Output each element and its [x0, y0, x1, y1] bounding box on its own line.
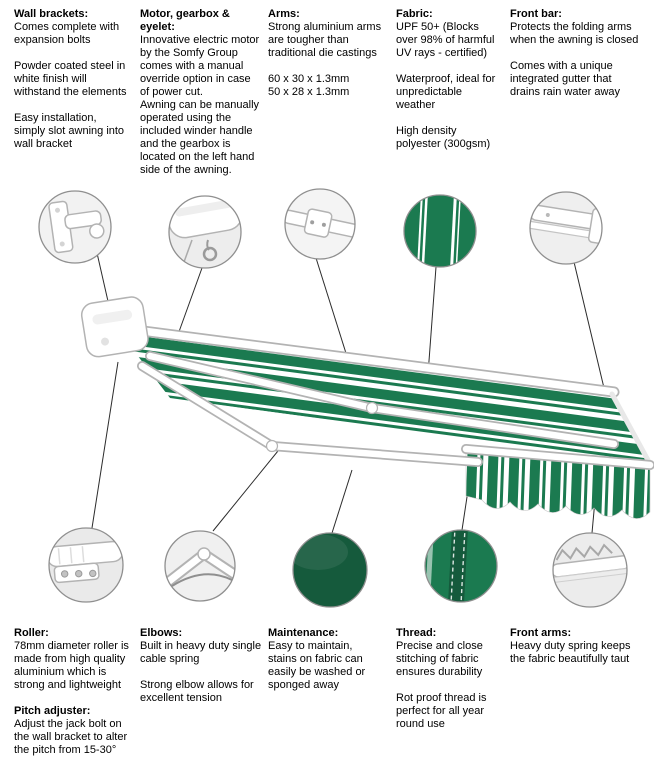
awning-valance — [465, 449, 651, 519]
leader-line — [573, 261, 605, 389]
feature-roller-pitch-adjuster: Roller: 78mm diameter roller is made fro… — [14, 627, 134, 764]
awning-cassette — [80, 296, 149, 358]
callout-thread-zoom — [424, 529, 498, 603]
leader-line — [175, 267, 203, 341]
leader-line — [212, 445, 283, 532]
feature-text: Easy to maintain, stains on fabric can e… — [268, 640, 366, 691]
feature-arms: Arms: Strong aluminium arms are tougher … — [268, 8, 382, 112]
feature-motor-gearbox-eyelet: Motor, gearbox & eyelet: Innovative elec… — [140, 8, 262, 190]
feature-text: Strong aluminium arms are tougher than t… — [268, 21, 382, 59]
feature-heading: Thread: — [396, 627, 437, 639]
callout-roller-zoom — [48, 527, 124, 603]
awning-folding-arm-lower — [137, 361, 483, 467]
leader-line — [91, 361, 119, 529]
feature-text: High density polyester (300gsm) — [396, 125, 491, 150]
awning-torsion-bar — [106, 321, 620, 398]
feature-heading: Roller: — [14, 627, 49, 639]
feature-text: Comes with a unique integrated gutter th… — [510, 60, 621, 98]
feature-text: 50 x 28 x 1.3mm — [268, 86, 350, 98]
feature-fabric: Fabric: UPF 50+ (Blocks over 98% of harm… — [396, 8, 502, 164]
feature-heading: Front bar: — [510, 8, 562, 20]
feature-text: Waterproof, ideal for unpredictable weat… — [396, 73, 496, 111]
feature-text: Innovative electric motor by the Somfy G… — [140, 34, 260, 98]
feature-maintenance: Maintenance: Easy to maintain, stains on… — [268, 627, 382, 705]
feature-wall-brackets: Wall brackets: Comes complete with expan… — [14, 8, 128, 164]
callout-wall-bracket-zoom — [38, 190, 112, 264]
feature-text: UPF 50+ (Blocks over 98% of harmful UV r… — [396, 21, 495, 59]
feature-heading: Pitch adjuster: — [14, 705, 91, 717]
feature-text: Heavy duty spring keeps the fabric beaut… — [510, 640, 631, 665]
feature-thread: Thread: Precise and close stitching of f… — [396, 627, 504, 744]
feature-text: Rot proof thread is perfect for all year… — [396, 692, 487, 730]
feature-heading: Maintenance: — [268, 627, 339, 639]
feature-text: Powder coated steel in white finish will… — [14, 60, 127, 98]
feature-text: Awning can be manually operated using th… — [140, 99, 260, 176]
awning-illustration — [80, 296, 654, 519]
feature-text: 60 x 30 x 1.3mm — [268, 73, 350, 85]
callout-front-bar-zoom — [529, 191, 603, 265]
callout-arm-zoom — [284, 188, 356, 260]
awning-folding-arm-upper — [145, 351, 619, 449]
feature-text: 78mm diameter roller is made from high q… — [14, 640, 129, 691]
feature-text: Built in heavy duty single cable spring — [140, 640, 262, 665]
feature-heading: Fabric: — [396, 8, 433, 20]
feature-text: Adjust the jack bolt on the wall bracket… — [14, 718, 128, 756]
awning-right-edge — [609, 391, 652, 465]
feature-text: Easy installation, simply slot awning in… — [14, 112, 125, 150]
feature-heading: Wall brackets: — [14, 8, 89, 20]
feature-heading: Elbows: — [140, 627, 183, 639]
feature-elbows: Elbows: Built in heavy duty single cable… — [140, 627, 262, 718]
feature-text: Precise and close stitching of fabric en… — [396, 640, 483, 678]
feature-heading: Front arms: — [510, 627, 572, 639]
callout-elbow-zoom — [164, 530, 236, 602]
callout-front-arms-zoom — [552, 532, 628, 608]
callout-motor-eyelet-zoom — [168, 195, 242, 269]
callout-fabric-zoom — [403, 194, 477, 268]
feature-heading: Arms: — [268, 8, 300, 20]
awning-front-bar — [461, 444, 654, 470]
feature-text: Strong elbow allows for excellent tensio… — [140, 679, 254, 704]
callout-maintenance-zoom — [292, 532, 368, 608]
feature-text: Protects the folding arms when the awnin… — [510, 21, 639, 46]
leader-line — [331, 469, 353, 534]
feature-heading: Motor, gearbox & eyelet: — [140, 8, 230, 33]
feature-text: Comes complete with expansion bolts — [14, 21, 120, 46]
feature-front-arms: Front arms: Heavy duty spring keeps the … — [510, 627, 644, 679]
feature-front-bar: Front bar: Protects the folding arms whe… — [510, 8, 642, 112]
